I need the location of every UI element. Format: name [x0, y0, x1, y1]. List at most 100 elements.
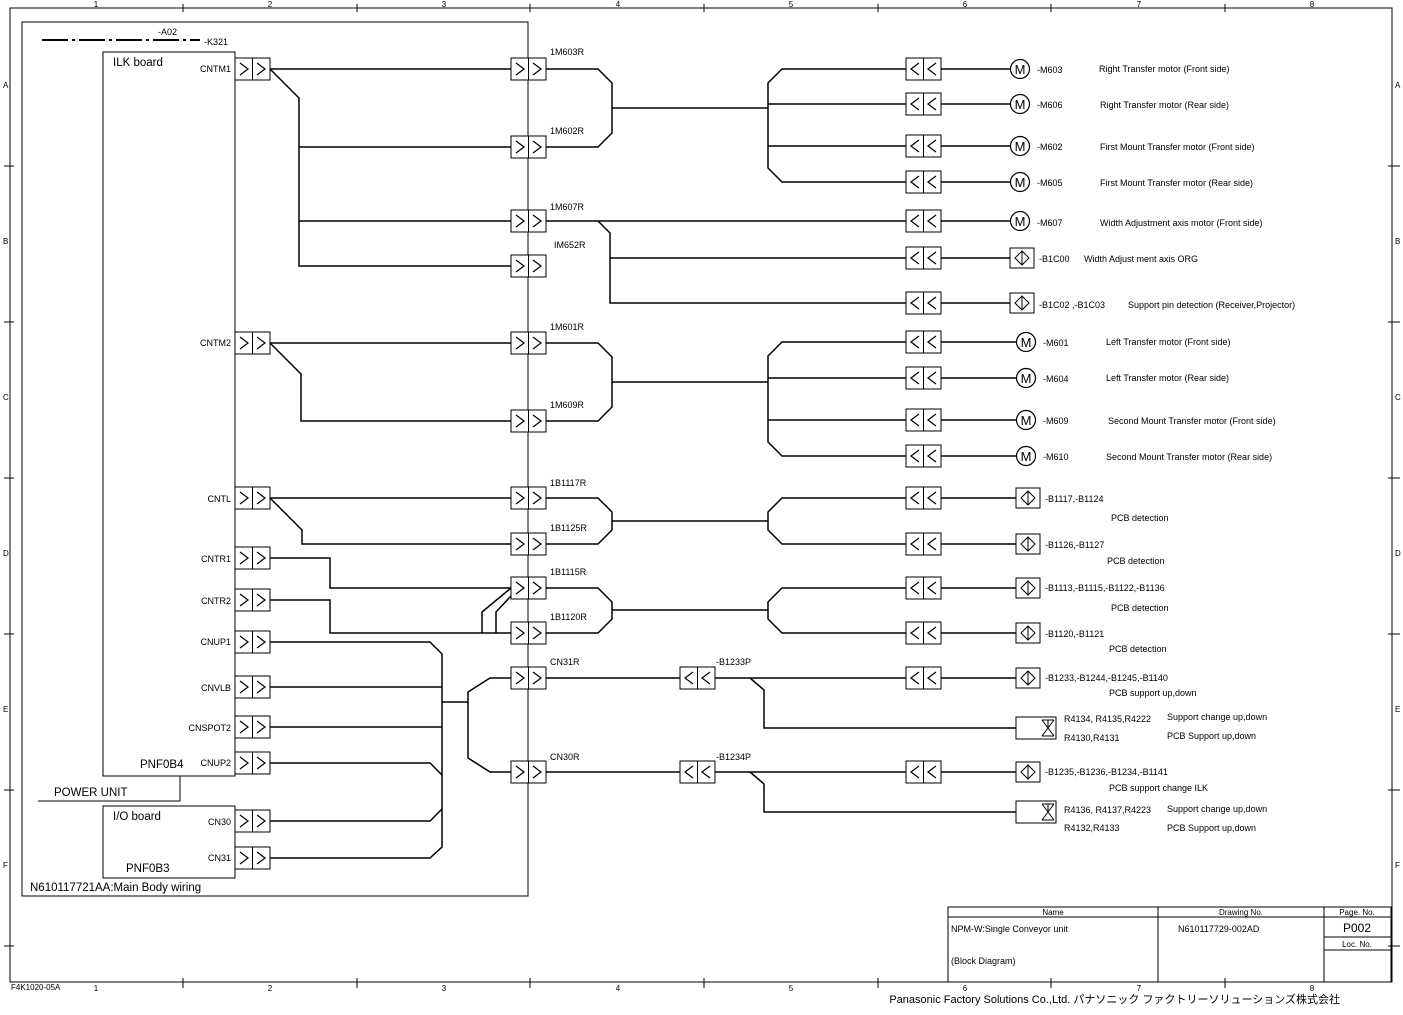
cn30-label: CN30	[208, 817, 231, 827]
form-code: F4K1020-05A	[11, 983, 61, 992]
device-labels: -M603 Right Transfer motor (Front side) …	[1037, 64, 1295, 833]
tag-b1120: -B1120,-B1121	[1045, 629, 1104, 639]
desc-b1c00: Width Adjust ment axis ORG	[1084, 254, 1198, 264]
cnvlb-plug	[234, 675, 271, 699]
cn31-label: CN31	[208, 853, 231, 863]
a02-label: -A02	[158, 27, 177, 37]
tag-m610: -M610	[1043, 452, 1069, 462]
col-label-8: 8	[1310, 0, 1315, 9]
desc-b1117: PCB detection	[1111, 513, 1169, 523]
motor-letter: M	[1021, 371, 1032, 386]
cntr1-plug	[234, 546, 271, 570]
cntm2-plug	[234, 331, 271, 355]
desc-b1235: PCB support change ILK	[1109, 783, 1208, 793]
tag-b1126: -B1126,-B1127	[1045, 540, 1104, 550]
motor-letter: M	[1021, 413, 1032, 428]
row-label-c-right: C	[1395, 393, 1401, 402]
desc-m601: Left Transfer motor (Front side)	[1106, 337, 1231, 347]
motor-letter: M	[1015, 139, 1026, 154]
desc-b1126: PCB detection	[1107, 556, 1165, 566]
relay-cn30r-plug	[510, 760, 547, 784]
tag-v2-line1: R4136, R4137,R4223	[1064, 805, 1151, 815]
relay-cn31r-plug	[510, 666, 547, 690]
wiring	[269, 68, 1016, 859]
relay-labels: 1M603R 1M602R 1M607R IM652R 1M601R 1M609…	[550, 47, 751, 762]
relay-1b1117r-plug	[510, 486, 547, 510]
cnspot2-label: CNSPOT2	[188, 723, 231, 733]
col-label-1-bottom: 1	[94, 984, 99, 993]
motor-letter: M	[1015, 97, 1026, 112]
tag-v1-line2: R4130,R4131	[1064, 733, 1120, 743]
motor-icon	[1015, 331, 1037, 353]
sensor-icon	[1015, 487, 1041, 509]
desc-m604: Left Transfer motor (Rear side)	[1106, 373, 1229, 383]
name-header: Name	[1042, 908, 1064, 917]
row-label-b-right: B	[1395, 237, 1400, 246]
motor-letter: M	[1015, 175, 1026, 190]
device-plug-15	[905, 621, 942, 645]
row-label-f-right: F	[1395, 861, 1400, 870]
desc-v1-line1: Support change up,down	[1167, 712, 1267, 722]
cntm1-label: CNTM1	[200, 64, 231, 74]
drawing-number: N610117729-002AD	[1178, 924, 1260, 934]
tag-m603: -M603	[1037, 65, 1063, 75]
drawing-name-line2: (Block Diagram)	[951, 956, 1016, 966]
main-body-enclosure: -A02 -K321 N610117721AA:Main Body wiring	[21, 21, 529, 897]
device-plug-17	[905, 760, 942, 784]
desc-m607: Width Adjustment axis motor (Front side)	[1100, 218, 1263, 228]
cntm1-plug	[234, 57, 271, 81]
sensor-icon	[1009, 292, 1035, 314]
desc-b1c02: Support pin detection (Receiver,Projecto…	[1128, 300, 1295, 310]
ilk-board-title: ILK board	[113, 57, 163, 69]
desc-m602: First Mount Transfer motor (Front side)	[1100, 142, 1255, 152]
tag-b1c02: -B1C02 ,-B1C03	[1039, 300, 1105, 310]
drawing-frame: 1 2 3 4 5 6 7 8 1 2 3 4 5 6 7 8 A B C D …	[3, 0, 1401, 993]
relay-im652r-plug	[510, 254, 547, 278]
sensor-symbols	[1009, 247, 1057, 824]
page-number: P002	[1343, 921, 1371, 935]
tag-m601: -M601	[1043, 338, 1069, 348]
valve-icon	[1015, 716, 1057, 740]
cnup1-label: CNUP1	[200, 637, 231, 647]
device-plug-16	[905, 666, 942, 690]
drawing-header: Drawing No.	[1219, 908, 1263, 917]
motor-icon	[1015, 367, 1037, 389]
drawing-name-line1: NPM-W:Single Conveyor unit	[951, 924, 1068, 934]
desc-b1113: PCB detection	[1111, 603, 1169, 613]
desc-v1-line2: PCB Support up,down	[1167, 731, 1256, 741]
ilk-board: ILK board PNF0B4 CNTM1 CNTM2 CNTL CNTR1 …	[102, 51, 236, 777]
motor-letter: M	[1021, 335, 1032, 350]
device-plug-8	[905, 330, 942, 354]
col-label-6: 6	[963, 0, 968, 9]
relay-1m602r-plug	[510, 135, 547, 159]
device-plug-6	[905, 246, 942, 270]
company-name: Panasonic Factory Solutions Co.,Ltd. パナソ…	[889, 992, 1340, 1006]
relay-im652r: IM652R	[554, 240, 586, 250]
tag-v1-line1: R4134, R4135,R4222	[1064, 714, 1151, 724]
row-label-d-right: D	[1395, 549, 1401, 558]
relay-1b1120r-plug	[510, 621, 547, 645]
desc-m605: First Mount Transfer motor (Rear side)	[1100, 178, 1253, 188]
col-label-2: 2	[268, 0, 273, 9]
row-label-c: C	[3, 393, 9, 402]
col-label-3-bottom: 3	[442, 984, 447, 993]
motor-icon	[1015, 445, 1037, 467]
motor-letter: M	[1015, 214, 1026, 229]
col-label-7: 7	[1137, 0, 1142, 9]
k321-label: -K321	[204, 37, 228, 47]
tag-m604: -M604	[1043, 374, 1069, 384]
sensor-icon	[1009, 247, 1035, 269]
relay-1b1115r-plug	[510, 576, 547, 600]
tag-m605: -M605	[1037, 178, 1063, 188]
sensor-icon	[1015, 667, 1041, 689]
inline-b1233p: -B1233P	[716, 657, 751, 667]
device-plug-7	[905, 291, 942, 315]
tag-b1233: -B1233,-B1244,-B1245,-B1140	[1045, 673, 1168, 683]
tag-b1117: -B1117,-B1124	[1045, 494, 1104, 504]
cntl-plug	[234, 486, 271, 510]
motor-icon	[1009, 93, 1031, 115]
relay-1m603r: 1M603R	[550, 47, 585, 57]
tag-b1113: -B1113,-B1115,-B1122,-B1136	[1045, 583, 1165, 593]
relay-1b1115r: 1B1115R	[550, 567, 587, 577]
